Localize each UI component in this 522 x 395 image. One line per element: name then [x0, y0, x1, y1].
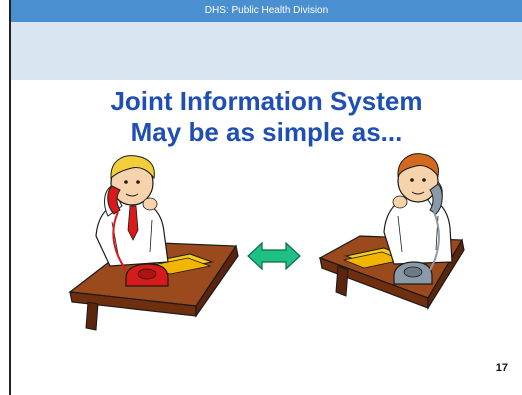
- heading-line-1: Joint Information System: [110, 86, 423, 116]
- left-person-clipart: [68, 155, 239, 331]
- double-arrow-icon: [247, 241, 301, 271]
- slide-heading: Joint Information System May be as simpl…: [11, 86, 522, 148]
- header-title: DHS: Public Health Division: [204, 5, 329, 16]
- left-rule: [9, 0, 11, 395]
- right-person-clipart: [318, 153, 465, 311]
- title-bar: DHS: Public Health Division: [11, 0, 522, 22]
- heading-line-2: May be as simple as...: [130, 117, 403, 147]
- page-number: 17: [495, 362, 508, 374]
